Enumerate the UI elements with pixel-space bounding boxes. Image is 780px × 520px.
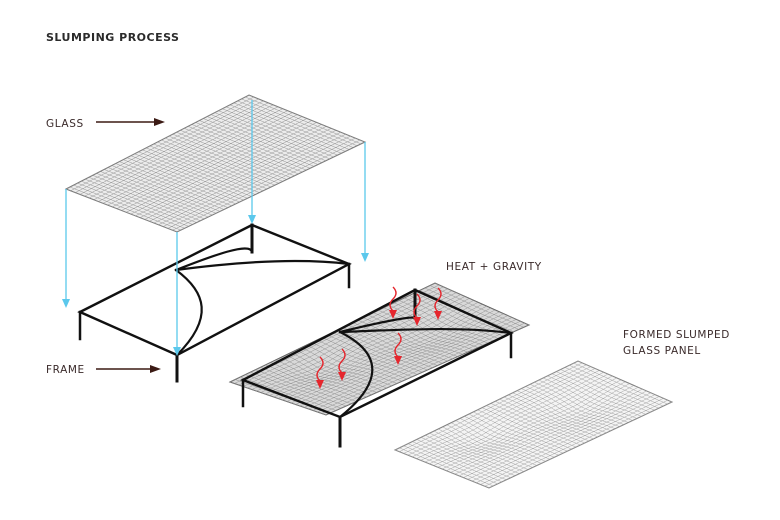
heat-arrow — [413, 293, 421, 326]
diagram-title: SLUMPING PROCESS — [46, 31, 179, 44]
formed-mesh — [394, 360, 673, 489]
heat-arrow — [338, 348, 346, 381]
frame-label: FRAME — [46, 364, 85, 376]
assembly-frame — [240, 288, 514, 448]
heat-arrow — [394, 332, 402, 365]
glass-sheet — [64, 94, 367, 233]
steel-frame — [77, 223, 352, 383]
heat-arrows — [316, 286, 442, 389]
formed-label-line2: GLASS PANEL — [623, 345, 701, 357]
glass-label: GLASS — [46, 118, 84, 130]
guide-arrows — [62, 100, 369, 356]
glass-mesh — [65, 94, 366, 233]
formed-label-line1: FORMED SLUMPED — [623, 329, 730, 341]
heat-arrow — [316, 356, 324, 389]
heat-arrow — [434, 287, 442, 320]
heat-gravity-label: HEAT + GRAVITY — [446, 261, 542, 273]
heat-arrow — [389, 286, 397, 319]
formed-slumped-panel — [393, 360, 674, 489]
